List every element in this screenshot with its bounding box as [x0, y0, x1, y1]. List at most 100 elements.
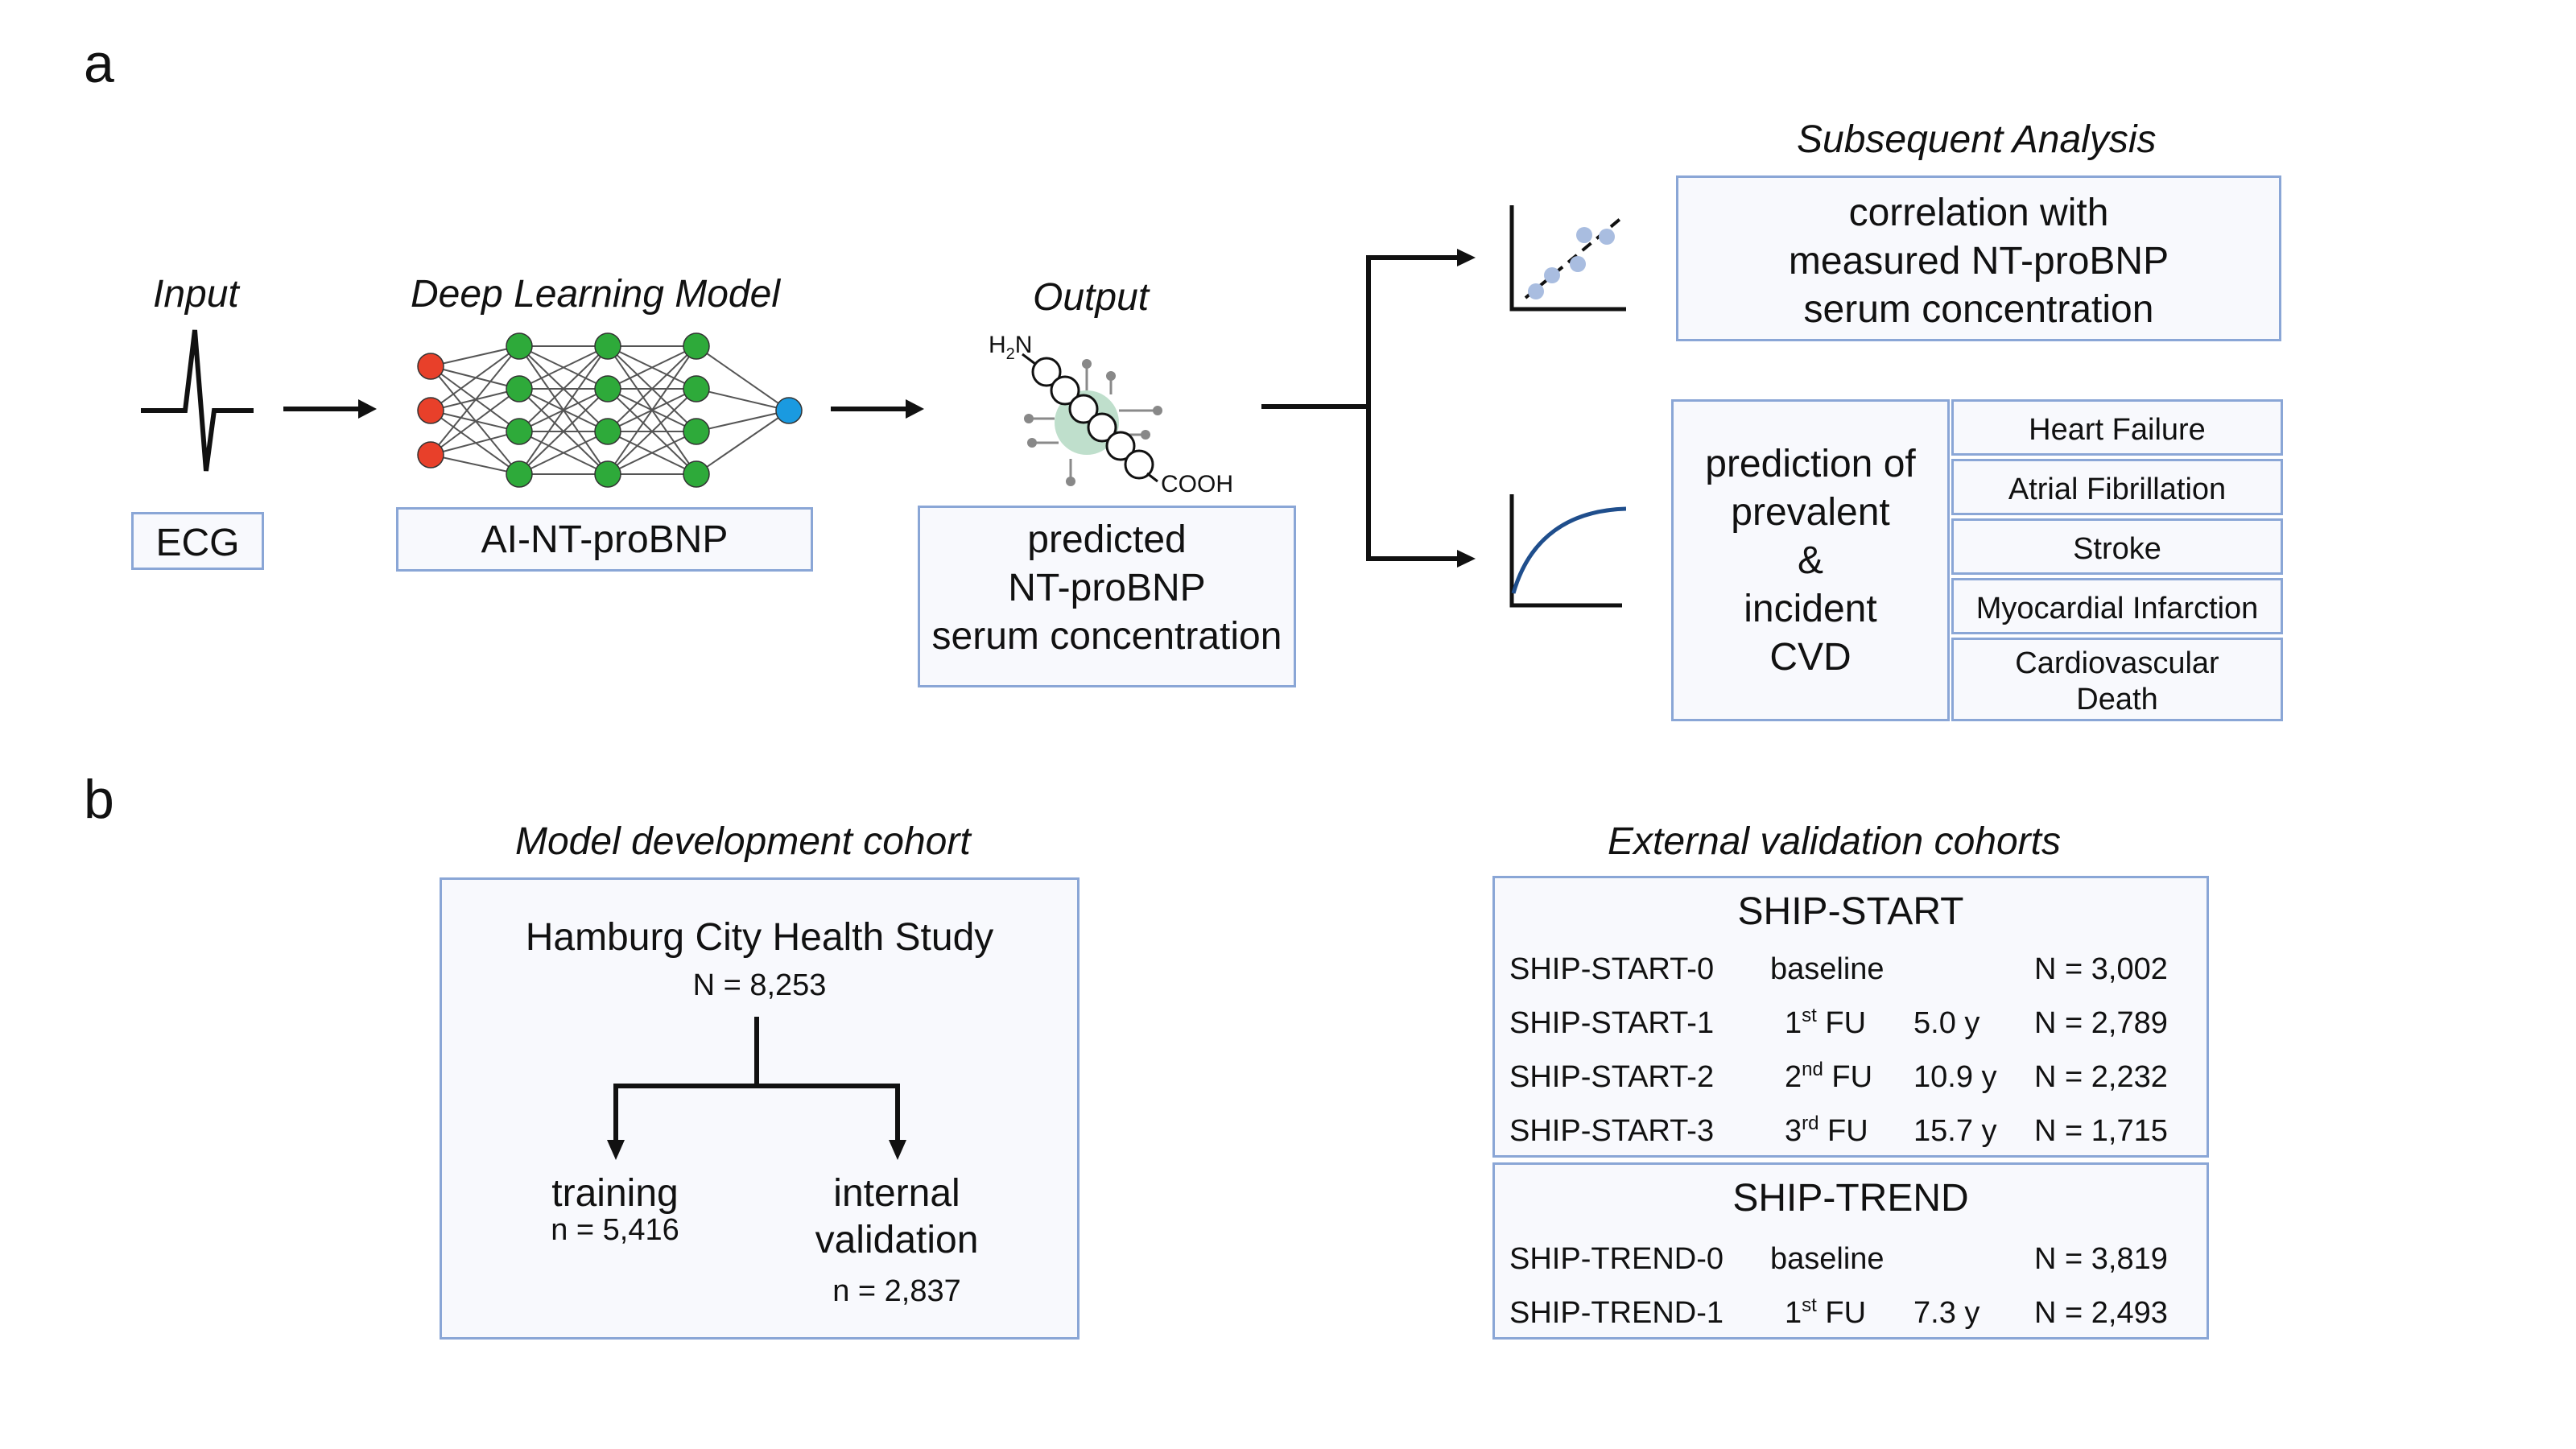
ship-trend-title: SHIP-TREND [1732, 1177, 1969, 1220]
arrow-model-to-output [831, 399, 924, 419]
cohort-name: SHIP-TREND-1 [1509, 1296, 1724, 1330]
cohort-n: N = 3,002 [2034, 952, 2168, 986]
visit-fu: FU [1823, 1060, 1873, 1094]
molecule-h: H [989, 332, 1006, 358]
cohort-years: 15.7 y [1913, 1114, 1997, 1148]
cohort-n: N = 1,715 [2034, 1114, 2168, 1148]
nn-edge [518, 431, 609, 475]
nn-edge [518, 345, 609, 475]
outcome-label-line-1: Cardiovascular [2015, 646, 2219, 680]
output-label-line-2: NT-proBNP [1008, 567, 1206, 609]
training-n: n = 5,416 [551, 1213, 679, 1247]
nn-hidden-node [594, 460, 621, 488]
ship-start-title: SHIP-START [1737, 890, 1964, 933]
nn-hidden-node [683, 460, 710, 488]
nn-edge [607, 431, 697, 475]
cohort-split-arrows [607, 1017, 906, 1160]
output-label-line-1: predicted [1027, 518, 1187, 561]
nn-hidden-node [683, 418, 710, 445]
cohort-years: 10.9 y [1913, 1060, 1997, 1094]
ecg-label-box: ECG [131, 512, 264, 570]
molecule-n: N [1015, 332, 1033, 358]
outcome-atrial-fibrillation: Atrial Fibrillation [1951, 459, 2283, 515]
ecg-label: ECG [155, 522, 240, 564]
cohort-years: 5.0 y [1913, 1006, 1980, 1040]
nn-edge [696, 388, 790, 411]
visit-number: 1 [1785, 1006, 1802, 1040]
prediction-line-4: incident [1744, 588, 1877, 630]
cohort-name: SHIP-START-3 [1509, 1114, 1715, 1148]
visit-number: baseline [1770, 1242, 1885, 1276]
internal-validation-label-1: internal [833, 1172, 960, 1215]
cohort-name: SHIP-TREND-0 [1509, 1242, 1724, 1276]
prediction-line-3: & [1797, 539, 1823, 582]
molecule-subscript: 2 [1006, 345, 1015, 363]
nn-edge [518, 388, 609, 475]
visit-ordinal-suffix: st [1802, 1005, 1817, 1026]
output-title: Output [1033, 276, 1150, 319]
visit-ordinal-suffix: rd [1802, 1113, 1819, 1134]
subsequent-analysis-title: Subsequent Analysis [1797, 118, 2157, 161]
neural-network-diagram [417, 332, 803, 488]
internal-validation-label-2: validation [815, 1219, 979, 1261]
outcome-heart-failure: Heart Failure [1951, 399, 2283, 456]
visit-number: 3 [1785, 1114, 1802, 1148]
nn-edge [607, 345, 697, 390]
outcome-label: Stroke [2073, 532, 2161, 566]
correlation-line-1: correlation with [1848, 192, 2109, 234]
cohort-n: N = 2,493 [2034, 1296, 2168, 1330]
outcome-label-line-2: Death [2076, 683, 2158, 716]
nn-hidden-node [506, 418, 533, 445]
visit-number: 1 [1785, 1296, 1802, 1330]
prediction-box: prediction of prevalent & incident CVD [1671, 399, 1950, 721]
outcome-label: Atrial Fibrillation [2008, 473, 2227, 506]
visit-number: 2 [1785, 1060, 1802, 1094]
correlation-box: correlation with measured NT-proBNP seru… [1676, 175, 2281, 341]
cohort-visit: baseline [1770, 952, 1885, 987]
nn-input-node [417, 397, 444, 424]
model-label-box: AI-NT-proBNP [396, 507, 813, 572]
output-label-box: predicted NT-proBNP serum concentration [918, 506, 1296, 687]
hchs-study-name: Hamburg City Health Study [525, 916, 994, 959]
cohort-n: N = 2,232 [2034, 1060, 2168, 1094]
hchs-study-n: N = 8,253 [692, 968, 827, 1002]
visit-number: baseline [1770, 952, 1885, 986]
visit-fu: FU [1816, 1006, 1867, 1040]
nn-edge [430, 345, 520, 367]
output-label-line-3: serum concentration [931, 615, 1282, 658]
outcome-stroke: Stroke [1951, 518, 2283, 575]
nn-hidden-node [506, 375, 533, 402]
outcome-cardiovascular-death: Cardiovascular Death [1951, 638, 2283, 721]
nn-hidden-node [506, 460, 533, 488]
cohort-visit: baseline [1770, 1242, 1885, 1277]
nn-hidden-node [683, 375, 710, 402]
nn-edge [696, 345, 790, 411]
visit-fu: FU [1816, 1296, 1867, 1330]
prediction-line-2: prevalent [1731, 491, 1890, 534]
nn-edge [430, 345, 520, 456]
nn-edge [518, 345, 609, 390]
model-title: Deep Learning Model [411, 273, 780, 316]
internal-validation-n: n = 2,837 [832, 1274, 961, 1308]
nn-edge [607, 345, 697, 475]
cohort-name: SHIP-START-1 [1509, 1006, 1715, 1040]
molecule-cooh: COOH [1161, 471, 1233, 497]
nn-input-node [417, 441, 444, 469]
correlation-line-3: serum concentration [1803, 288, 2154, 331]
model-label: AI-NT-proBNP [481, 518, 729, 561]
nn-hidden-node [594, 332, 621, 360]
cohort-name: SHIP-START-2 [1509, 1060, 1715, 1094]
cohort-years: 7.3 y [1913, 1296, 1980, 1330]
nn-output-node [775, 397, 803, 424]
outcome-myocardial-infarction: Myocardial Infarction [1951, 578, 2283, 634]
nn-hidden-node [594, 375, 621, 402]
prediction-line-1: prediction of [1705, 443, 1916, 485]
arrow-input-to-model [283, 399, 377, 419]
nn-edge [696, 410, 790, 432]
correlation-scatter-icon [1509, 205, 1626, 312]
